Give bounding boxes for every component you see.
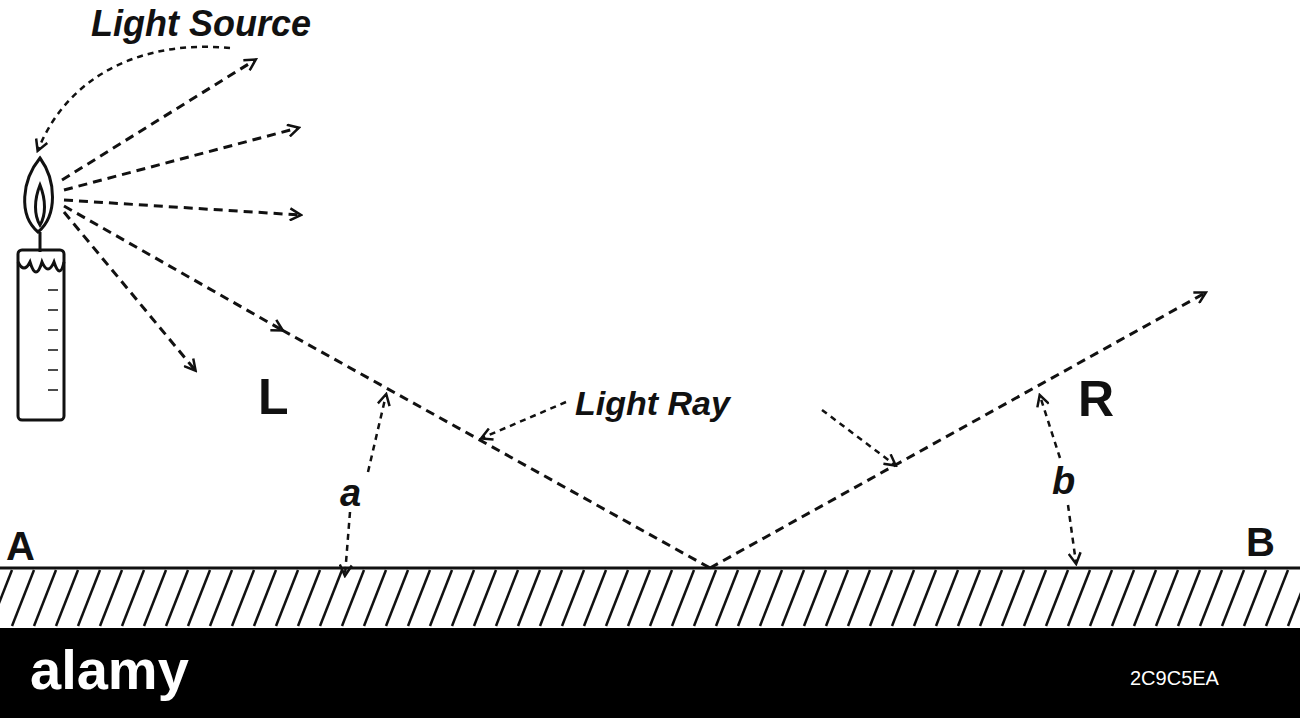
point-label: R bbox=[1078, 374, 1114, 424]
surface-hatching bbox=[0, 570, 1300, 626]
light-ray-label: Light Ray bbox=[572, 386, 733, 420]
watermark-bar bbox=[0, 628, 1300, 718]
light-rays bbox=[62, 60, 1205, 568]
watermark-id: 2C9C5EA bbox=[1130, 668, 1219, 688]
candle bbox=[18, 158, 64, 420]
point-label: L bbox=[258, 372, 289, 422]
leader-lines bbox=[38, 47, 1076, 575]
distance-label: b bbox=[1052, 462, 1075, 500]
light-source-label: Light Source bbox=[88, 6, 314, 42]
endpoint-label: A bbox=[6, 526, 35, 566]
watermark-logo: alamy bbox=[30, 642, 189, 698]
distance-label: a bbox=[340, 474, 361, 512]
endpoint-label: B bbox=[1246, 522, 1275, 562]
mirror-surface bbox=[0, 567, 1300, 570]
